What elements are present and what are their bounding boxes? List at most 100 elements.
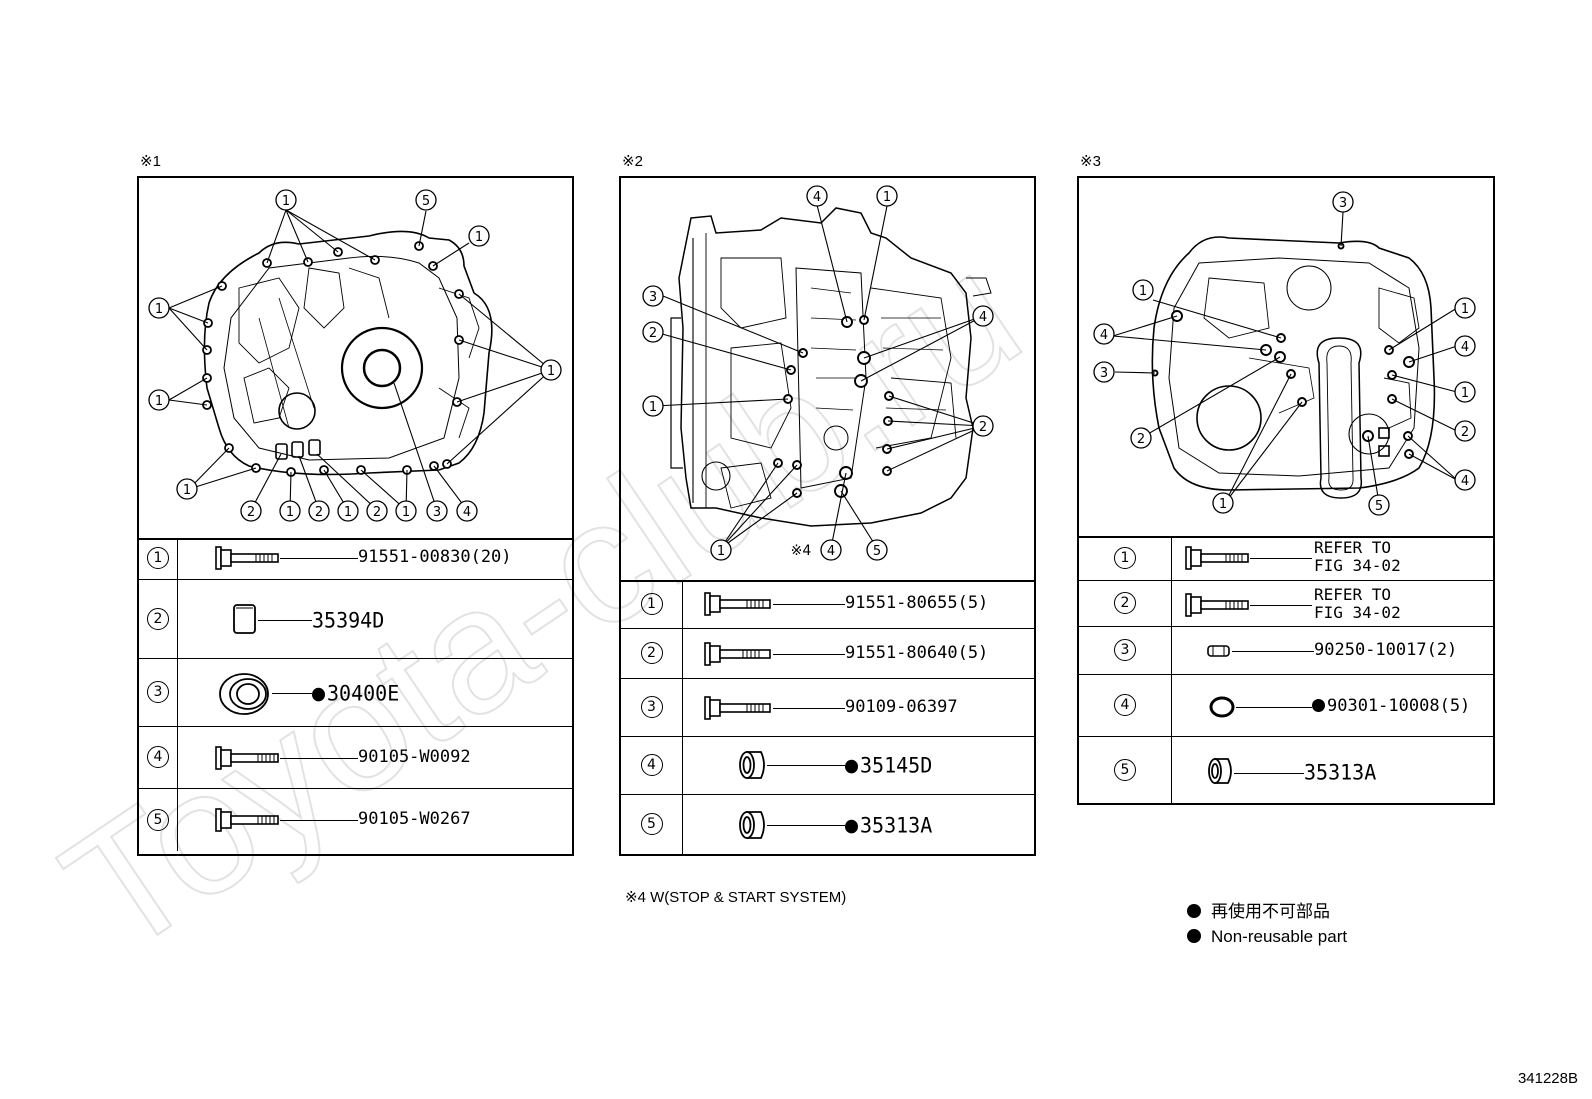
svg-text:3: 3 [1100, 366, 1108, 381]
svg-text:4: 4 [1100, 328, 1108, 343]
table-row: 3 90109-06397 [621, 677, 1034, 737]
p2-callout-j: 5 [866, 539, 888, 561]
p3-callout-j: 4 [1454, 469, 1476, 491]
svg-text:1: 1 [717, 544, 725, 559]
case-cover-drawing: 3 1 4 3 1 4 1 2 2 4 1 5 [1093, 191, 1476, 516]
svg-text:1: 1 [1461, 302, 1469, 317]
legend-row-en: Non-reusable part [1187, 924, 1347, 949]
non-reusable-dot-icon [1187, 904, 1201, 918]
svg-text:2: 2 [373, 505, 381, 520]
panel2-figure: 4 1 3 4 2 1 2 1 ※4 4 5 [621, 178, 1034, 582]
part-number: 91551-80655(5) [845, 593, 989, 613]
o-ring-icon [1209, 696, 1235, 717]
p2-callout-f: 1 [642, 395, 664, 417]
item-number: 2 [147, 607, 169, 630]
p1-callout-k: 1 [337, 500, 359, 522]
table-row: 4 90105-W0092 [139, 725, 572, 789]
legend: 再使用不可部品 Non-reusable part [1187, 899, 1347, 949]
bolt-icon [215, 546, 279, 570]
svg-text:1: 1 [1219, 497, 1227, 512]
legend-row-jp: 再使用不可部品 [1187, 899, 1347, 924]
svg-text:3: 3 [649, 290, 657, 305]
table-row: 5 90105-W0267 [139, 787, 572, 851]
p3-callout-k: 1 [1212, 492, 1234, 514]
p3-callout-h: 2 [1130, 427, 1152, 449]
svg-text:2: 2 [979, 420, 987, 435]
panel3-figure: 3 1 4 3 1 4 1 2 2 4 1 5 [1079, 178, 1493, 538]
part-number: 35145D [845, 752, 932, 777]
p2-callout-b: 1 [876, 185, 898, 207]
non-reusable-dot-icon [1187, 929, 1201, 943]
item-number: 1 [147, 547, 169, 570]
svg-text:2: 2 [1461, 425, 1469, 440]
panel1-figure: 1 5 1 1 1 1 1 2 1 2 1 2 1 3 4 [139, 178, 572, 540]
item-number: 3 [1114, 639, 1136, 661]
svg-text:5: 5 [873, 544, 881, 559]
svg-text:1: 1 [183, 483, 191, 498]
p2-callout-d: 4 [972, 305, 994, 327]
bolt-icon [704, 592, 771, 616]
part-number: 35313A [1304, 758, 1377, 785]
p1-callout-h: 2 [240, 500, 262, 522]
p2-callout-i: 4 [820, 539, 842, 561]
svg-text:4: 4 [979, 310, 987, 325]
svg-text:1: 1 [883, 190, 891, 205]
item-number: 5 [640, 813, 663, 836]
panel2: 4 1 3 4 2 1 2 1 ※4 4 5 1 91551-80655(5) [619, 176, 1036, 856]
panel1: 1 5 1 1 1 1 1 2 1 2 1 2 1 3 4 1 [137, 176, 574, 856]
reference-code: 341228B [1517, 1070, 1578, 1087]
panel2-mark: ※2 [622, 153, 643, 170]
table-row: 2 91551-80640(5) [621, 627, 1034, 679]
p1-callout-i: 1 [279, 500, 301, 522]
svg-text:3: 3 [433, 505, 441, 520]
panel1-mark: ※1 [140, 153, 161, 170]
svg-text:2: 2 [247, 505, 255, 520]
panel2-parts-table: 1 91551-80655(5) 2 91551-80640(5) 3 9010… [621, 580, 1034, 854]
p1-callout-b: 5 [415, 189, 437, 211]
bolt-icon [704, 695, 771, 720]
svg-text:1: 1 [475, 230, 483, 245]
svg-text:1: 1 [402, 505, 410, 520]
transaxle-housing-drawing: 1 5 1 1 1 1 1 2 1 2 1 2 1 3 4 [148, 189, 562, 522]
svg-text:1: 1 [1461, 386, 1469, 401]
p3-callout-d: 3 [1093, 361, 1115, 383]
p3-callout-f: 4 [1454, 335, 1476, 357]
item-number: 4 [640, 754, 663, 776]
svg-text:4: 4 [1461, 474, 1469, 489]
item-number: 5 [1114, 758, 1136, 781]
panel1-parts-table: 1 91551-00830(20) 2 35394D 3 30400E [139, 538, 572, 851]
p1-callout-f: 1 [540, 359, 562, 381]
valve-body-side-drawing: 4 1 3 4 2 1 2 1 ※4 4 5 [642, 185, 994, 561]
svg-text:1: 1 [282, 194, 290, 209]
item-number: 1 [1114, 546, 1136, 569]
p2-sub-mark: ※4 [791, 543, 812, 559]
p3-callout-a: 3 [1332, 191, 1354, 213]
part-number: 90301-10008(5) [1312, 696, 1470, 716]
table-row: 3 90250-10017(2) [1079, 625, 1493, 675]
bolt-icon [1185, 592, 1249, 617]
table-row: 1 91551-80655(5) [621, 580, 1034, 629]
svg-text:4: 4 [813, 190, 821, 205]
item-number: 2 [640, 642, 663, 664]
part-number: 90109-06397 [845, 696, 958, 717]
item-number: 1 [640, 592, 663, 615]
svg-text:4: 4 [1461, 340, 1469, 355]
bolt-icon [215, 745, 279, 770]
item-number: 2 [1114, 592, 1136, 614]
non-reusable-dot-icon [845, 759, 858, 773]
p1-callout-e: 1 [148, 389, 170, 411]
bolt-icon [704, 641, 771, 666]
item-number: 3 [147, 681, 169, 703]
spacer-block-icon [233, 603, 256, 634]
p2-callout-h: 1 [710, 539, 732, 561]
svg-text:3: 3 [1339, 196, 1347, 211]
p3-callout-l: 5 [1368, 494, 1390, 516]
p1-callout-a: 1 [275, 189, 297, 211]
svg-text:2: 2 [649, 326, 657, 341]
part-number: 90250-10017(2) [1314, 639, 1458, 660]
bolt-icon [1185, 546, 1249, 570]
